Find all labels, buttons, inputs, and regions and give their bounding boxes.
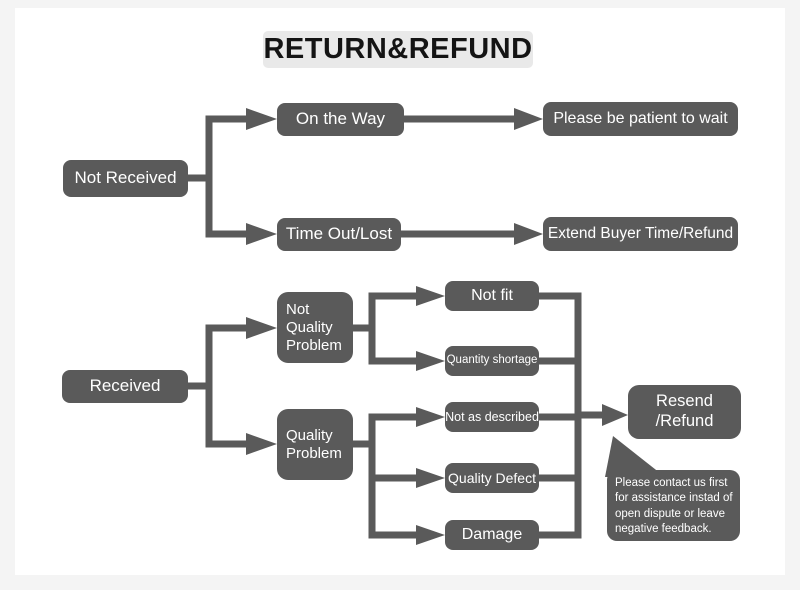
node-quality-problem: Quality Problem <box>277 409 353 480</box>
arrowhead <box>416 525 445 545</box>
arrowhead <box>246 433 277 455</box>
page-title: RETURN&REFUND <box>263 31 533 68</box>
arrowhead <box>246 223 277 245</box>
node-resend-refund: Resend /Refund <box>628 385 741 439</box>
node-quantity-shortage: Quantity shortage <box>445 346 539 376</box>
arrowhead <box>416 468 445 488</box>
node-not-quality-problem: Not Quality Problem <box>277 292 353 363</box>
arrowheads <box>246 108 665 545</box>
arrowhead <box>514 108 543 130</box>
connector-lines <box>184 115 606 539</box>
arrowhead <box>416 286 445 306</box>
arrowhead <box>514 223 543 245</box>
arrowhead <box>416 407 445 427</box>
arrowhead <box>246 108 277 130</box>
node-extend-buyer-time-refund: Extend Buyer Time/Refund <box>543 217 738 251</box>
contact-note-bubble: Please contact us first for assistance i… <box>607 470 740 541</box>
note-bubble-tail <box>605 436 665 477</box>
arrowhead <box>246 317 277 339</box>
arrowhead <box>416 351 445 371</box>
node-time-out-lost: Time Out/Lost <box>277 218 401 251</box>
node-not-received: Not Received <box>63 160 188 197</box>
node-please-be-patient: Please be patient to wait <box>543 102 738 136</box>
arrowhead <box>602 404 628 426</box>
node-damage: Damage <box>445 520 539 550</box>
node-received: Received <box>62 370 188 403</box>
node-not-as-described: Not as described <box>445 402 539 432</box>
node-not-fit: Not fit <box>445 281 539 311</box>
node-quality-defect: Quality Defect <box>445 463 539 493</box>
node-on-the-way: On the Way <box>277 103 404 136</box>
